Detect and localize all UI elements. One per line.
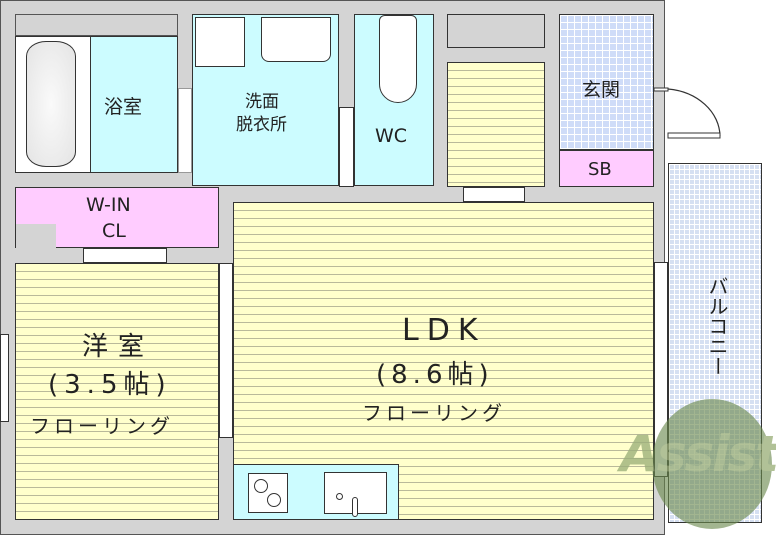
burner-icon [254, 479, 268, 493]
western-room-window [0, 334, 9, 422]
entrance: 玄関 [559, 14, 654, 150]
western-room-sliding-door[interactable] [219, 263, 233, 438]
faucet-icon [352, 497, 358, 517]
western-room: 洋室 (3.5帖) フローリング [15, 263, 219, 520]
washroom-label-line2: 脱衣所 [236, 115, 287, 135]
western-room-size: (3.5帖) [48, 370, 172, 400]
washroom: 洗面 脱衣所 [192, 14, 339, 186]
entrance-label: 玄関 [582, 79, 621, 101]
washing-machine-pan-icon [195, 17, 245, 67]
wc-room: WC [354, 14, 434, 186]
bath-door-gap [178, 88, 192, 173]
storage-shelf [447, 14, 545, 48]
western-room-name: 洋室 [82, 332, 155, 362]
bathroom: 浴室 [15, 36, 178, 173]
shoe-box: SB [559, 150, 654, 187]
ldk-size: (8.6帖) [376, 360, 494, 390]
watermark-logo: Assist [600, 395, 776, 535]
watermark-text: Assist [620, 425, 776, 483]
hallway [447, 62, 545, 187]
kitchen-sink-icon [324, 472, 387, 517]
washroom-label-line1: 洗面 [245, 92, 279, 112]
western-room-floor: フローリング [30, 414, 174, 438]
balcony-label: バルコニー [705, 276, 729, 376]
ldk-name: LDK [402, 313, 486, 348]
closet-shelf [16, 224, 56, 248]
ldk-floor: フローリング [362, 401, 506, 425]
toilet-icon [379, 15, 417, 103]
drain-icon [336, 493, 343, 500]
bathroom-label: 浴室 [104, 96, 143, 118]
walk-in-closet-label-line2: CL [102, 220, 126, 242]
washroom-sliding-door[interactable] [339, 107, 354, 187]
ldk: LDK (8.6帖) フローリング [233, 202, 654, 520]
hallway-door[interactable] [463, 187, 525, 202]
watermark-swoosh-icon [652, 399, 772, 529]
walk-in-closet: W-IN CL [15, 187, 219, 248]
closet-door[interactable] [83, 248, 167, 263]
entrance-door-swing-icon[interactable] [654, 80, 724, 144]
kitchen-counter [233, 464, 399, 520]
shoe-box-label: SB [588, 159, 612, 180]
bath-top-band [15, 14, 178, 36]
wc-label: WC [375, 125, 408, 147]
walk-in-closet-label-line1: W-IN [86, 194, 131, 216]
bathtub-icon [26, 41, 76, 167]
stove-icon [248, 473, 288, 513]
vanity-sink-icon [261, 17, 331, 62]
burner-icon [267, 493, 281, 507]
